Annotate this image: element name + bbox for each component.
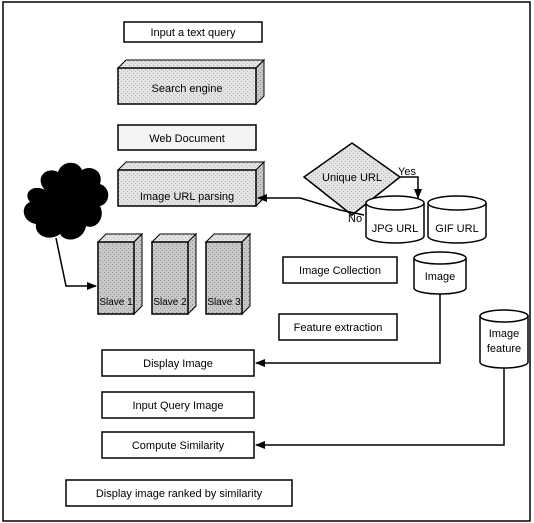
slave-2-label: Slave 2 [153, 297, 187, 308]
input-query-image-box: Input Query Image [101, 391, 255, 419]
input-text-query-label: Input a text query [151, 27, 236, 39]
image-collection-box: Image Collection [282, 256, 398, 284]
input-query-image-label: Input Query Image [132, 400, 223, 412]
server-slave-1: Slave 1 [96, 232, 144, 316]
image-db-label: Image [425, 271, 456, 283]
image-url-parsing-label: Image URL parsing [140, 191, 234, 203]
slave-1-label: Slave 1 [99, 297, 133, 308]
unique-url-decision: Unique URL [302, 142, 402, 216]
input-text-query-box: Input a text query [123, 21, 263, 43]
unique-url-label: Unique URL [322, 172, 382, 184]
jpg-url-label: JPG URL [372, 223, 418, 235]
yes-label: Yes [398, 166, 416, 178]
display-image-box: Display Image [101, 349, 255, 377]
web-cloud [23, 162, 109, 240]
compute-similarity-label: Compute Similarity [132, 440, 225, 452]
image-database: Image [413, 251, 467, 295]
web-document-label: Web Document [149, 133, 225, 145]
cloud-to-slave-arrow [55, 237, 97, 290]
yes-to-jpg-arrow [400, 176, 422, 199]
image-feature-database: Image feature [479, 309, 529, 369]
no-to-url-parsing-arrow [257, 194, 341, 211]
no-branch-line [339, 209, 365, 216]
image-feature-label-line1: Image [489, 328, 520, 340]
server-slave-2: Slave 2 [150, 232, 198, 316]
web-document-box: Web Document [117, 124, 257, 151]
slave-3-label: Slave 3 [207, 297, 241, 308]
gif-url-database: GIF URL [427, 195, 487, 244]
image-collection-label: Image Collection [299, 265, 381, 277]
display-ranked-box: Display image ranked by similarity [65, 479, 293, 507]
display-image-label: Display Image [143, 358, 213, 370]
compute-similarity-box: Compute Similarity [101, 431, 255, 459]
search-engine-label: Search engine [152, 83, 223, 95]
image-url-parsing-block: Image URL parsing [116, 160, 266, 208]
feature-db-to-similarity-arrow [255, 368, 505, 449]
jpg-url-database: JPG URL [365, 195, 425, 244]
display-ranked-label: Display image ranked by similarity [96, 488, 263, 500]
server-slave-3: Slave 3 [204, 232, 252, 316]
feature-extraction-box: Feature extraction [278, 313, 398, 341]
search-engine-block: Search engine [116, 58, 266, 106]
image-db-to-display-arrow [255, 294, 441, 367]
image-feature-label-line2: feature [487, 343, 521, 355]
feature-extraction-label: Feature extraction [294, 322, 383, 334]
no-label: No [348, 213, 362, 225]
gif-url-label: GIF URL [435, 223, 478, 235]
